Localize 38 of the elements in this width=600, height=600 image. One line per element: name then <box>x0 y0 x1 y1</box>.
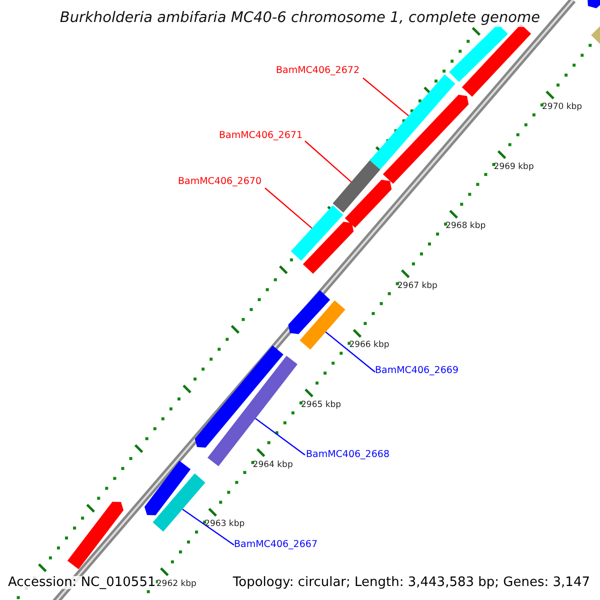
tick-label: 2962 kbp <box>156 580 196 588</box>
gene-segment <box>449 24 508 82</box>
leader-line <box>362 78 409 116</box>
tick-label: 2969 kbp <box>494 162 534 172</box>
tick-label: 2967 kbp <box>397 282 438 290</box>
tick-label: 2970 kbp <box>542 103 582 112</box>
leader-line <box>255 418 306 456</box>
gene-segment <box>288 290 330 334</box>
gene-segment <box>194 346 284 448</box>
gene-segment <box>370 74 456 170</box>
gene-segment <box>144 460 191 516</box>
gene-segment <box>302 222 354 274</box>
gene-segment <box>290 205 344 261</box>
tick-label: 2964 kbp <box>252 460 293 470</box>
gene-segment <box>382 94 469 184</box>
gene-segment <box>67 502 124 570</box>
gene-label: BamMC406_2669 <box>375 366 458 376</box>
tick-label: 2968 kbp <box>446 222 486 231</box>
leader-line <box>325 332 376 372</box>
summary-note: Topology: circular; Length: 3,443,583 bp; Genes: 3,147 <box>232 576 590 589</box>
gene-segment <box>587 0 600 8</box>
gene-label: BamMC406_2671 <box>219 131 302 140</box>
gene-label: BamMC406_2670 <box>178 177 262 186</box>
gene-label: BamMC406_2667 <box>234 540 318 550</box>
gene-segment <box>462 24 532 97</box>
gene-segment <box>344 180 392 228</box>
accession-note: Accession: NC_010551 <box>8 576 156 589</box>
tick-label: 2963 kbp <box>204 520 245 529</box>
gene-label: BamMC406_2672 <box>276 66 360 76</box>
gene-segment <box>300 300 346 350</box>
leader-line <box>304 140 352 182</box>
tick-label: 2966 kbp <box>349 341 390 350</box>
leader-line <box>182 508 234 546</box>
tick-label: 2965 kbp <box>301 401 342 410</box>
gene-segment <box>152 473 206 532</box>
gene-label: BamMC406_2668 <box>306 450 390 460</box>
leader-line <box>264 188 312 229</box>
gene-segment <box>332 160 380 213</box>
